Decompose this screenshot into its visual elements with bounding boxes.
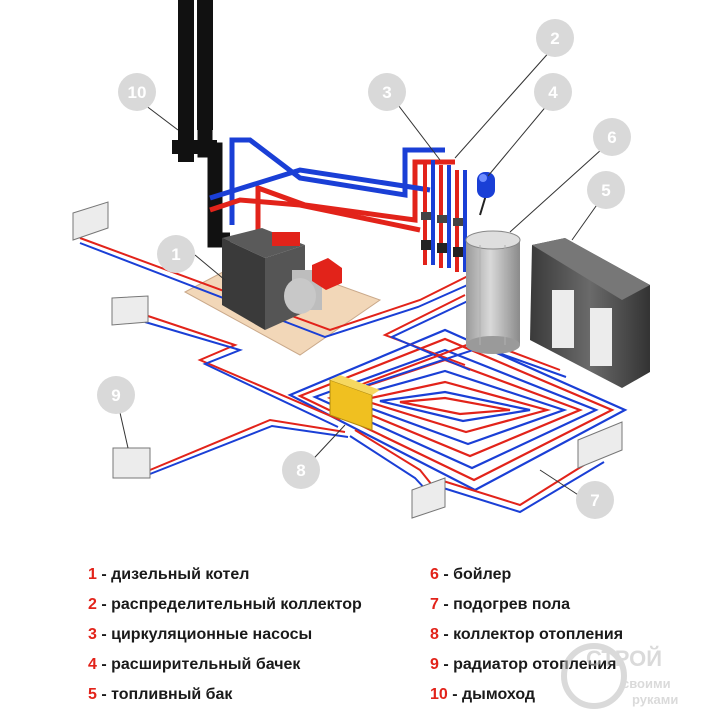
- watermark-logo: СТРОЙ своими руками: [561, 643, 678, 709]
- legend-text: радиатор отопления: [453, 656, 617, 673]
- callout-3: [368, 73, 406, 111]
- legend-text: топливный бак: [111, 686, 233, 703]
- legend-num: 1: [88, 566, 97, 583]
- callout-6-label: 6: [607, 128, 616, 147]
- legend-sep: -: [447, 686, 463, 703]
- legend-sep: -: [438, 656, 454, 673]
- legend-item-7: 7 - подогрев пола: [430, 596, 570, 614]
- callout-7: [576, 481, 614, 519]
- floor-piping-network: [79, 237, 605, 514]
- legend-num: 4: [88, 656, 97, 673]
- legend-item-6: 6 - бойлер: [430, 566, 511, 584]
- callout-6: [593, 118, 631, 156]
- main-pipes: [209, 137, 455, 235]
- legend-item-10: 10 - дымоход: [430, 686, 535, 704]
- watermark-line3: руками: [632, 692, 678, 707]
- legend-num: 5: [88, 686, 97, 703]
- legend-text: коллектор отопления: [453, 626, 624, 643]
- legend-sep: -: [438, 626, 454, 643]
- legend-item-2: 2 - распределительный коллектор: [88, 596, 362, 614]
- legend-item-9: 9 - радиатор отопления: [430, 656, 616, 674]
- legend-item-4: 4 - расширительный бачек: [88, 656, 300, 674]
- callout-2-label: 2: [550, 29, 559, 48]
- callout-5: [587, 171, 625, 209]
- callout-3-label: 3: [382, 83, 391, 102]
- legend-sep: -: [438, 596, 454, 613]
- callout-10-label: 10: [128, 83, 147, 102]
- fuel-tank: [530, 238, 650, 388]
- watermark-line2: своими: [622, 676, 671, 691]
- legend-num: 3: [88, 626, 97, 643]
- legend-item-3: 3 - циркуляционные насосы: [88, 626, 312, 644]
- circulation-pumps: [421, 160, 467, 272]
- legend-item-5: 5 - топливный бак: [88, 686, 232, 704]
- callout-9: [97, 376, 135, 414]
- legend-text: циркуляционные насосы: [111, 626, 313, 643]
- callout-4-label: 4: [548, 83, 558, 102]
- legend-sep: -: [96, 596, 112, 613]
- legend-num: 6: [430, 566, 439, 583]
- chimney: [172, 0, 230, 248]
- callout-2: [536, 19, 574, 57]
- callout-1: [157, 235, 195, 273]
- legend-sep: -: [438, 566, 454, 583]
- legend-sep: -: [96, 686, 112, 703]
- heating-collector: [329, 375, 380, 431]
- radiators: [72, 201, 623, 519]
- diesel-boiler: [222, 228, 342, 330]
- legend-sep: -: [96, 656, 112, 673]
- legend-num: 7: [430, 596, 439, 613]
- heating-system-diagram: 10 1 3 2 4 6 5 9 8 7: [72, 0, 650, 519]
- callout-8: [282, 451, 320, 489]
- legend-sep: -: [96, 566, 112, 583]
- callout-bubbles: 10 1 3 2 4 6 5 9 8 7: [97, 19, 631, 519]
- legend-item-8: 8 - коллектор отопления: [430, 626, 623, 644]
- callout-8-label: 8: [296, 461, 305, 480]
- legend-num: 8: [430, 626, 439, 643]
- callout-7-label: 7: [590, 491, 599, 510]
- expansion-tank: [477, 172, 495, 216]
- legend-text: дизельный котел: [111, 566, 250, 583]
- callout-1-label: 1: [171, 245, 180, 264]
- legend-text: дымоход: [462, 686, 536, 703]
- legend-sep: -: [96, 626, 112, 643]
- watermark-line1: СТРОЙ: [586, 646, 662, 671]
- legend-item-1: 1 - дизельный котел: [88, 566, 249, 584]
- legend-text: бойлер: [453, 566, 512, 583]
- legend-text: распределительный коллектор: [111, 596, 362, 613]
- water-heater-tank: [465, 230, 521, 354]
- callout-5-label: 5: [601, 181, 610, 200]
- legend-text: расширительный бачек: [111, 656, 301, 673]
- legend-num: 2: [88, 596, 97, 613]
- legend-num: 10: [430, 686, 448, 703]
- legend: 1 - дизельный котел 2 - распределительны…: [0, 548, 726, 726]
- callout-9-label: 9: [111, 386, 120, 405]
- legend-text: подогрев пола: [453, 596, 570, 613]
- legend-num: 9: [430, 656, 439, 673]
- callout-4: [534, 73, 572, 111]
- callout-10: [118, 73, 156, 111]
